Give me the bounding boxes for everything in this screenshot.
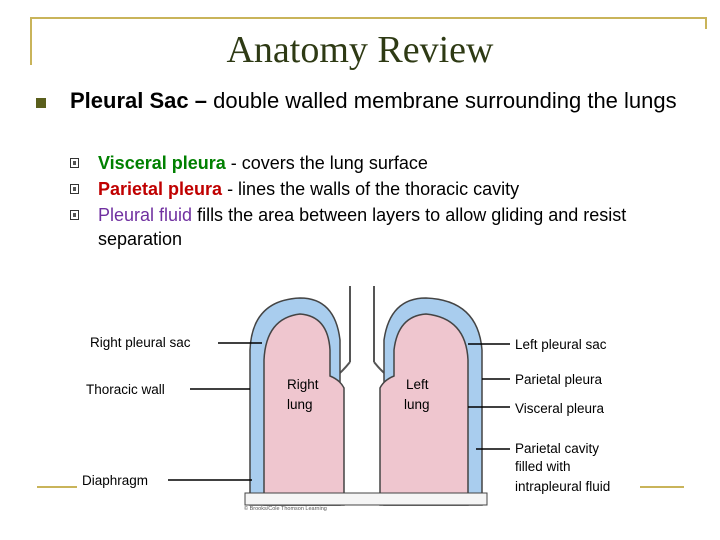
- image-credit: © Brooks/Cole Thomson Learning: [244, 505, 327, 512]
- checkbox-bullet-icon: [70, 184, 79, 194]
- dash: –: [188, 88, 214, 113]
- parietal-definition: - lines the walls of the thoracic cavity: [222, 179, 520, 199]
- checkbox-bullet-icon: [70, 158, 79, 168]
- frame-bottom-left-line: [37, 486, 77, 488]
- square-bullet-icon: [36, 98, 46, 108]
- frame-right-line: [705, 17, 707, 29]
- parietal-cavity-label-3: intrapleural fluid: [515, 479, 610, 494]
- checkbox-bullet-icon: [70, 210, 79, 220]
- right-lung-label-2: lung: [287, 397, 313, 412]
- parietal-cavity-label-1: Parietal cavity: [515, 441, 599, 456]
- pleural-sac-term: Pleural Sac: [70, 88, 189, 113]
- right-lung: [263, 313, 345, 506]
- trachea: [349, 286, 375, 362]
- parietal-term: Parietal pleura: [98, 179, 223, 199]
- parietal-pleura-label: Parietal pleura: [515, 372, 603, 387]
- frame-bottom-right-line: [640, 486, 684, 488]
- parietal-cavity-label-2: filled with: [515, 459, 571, 474]
- slide-title: Anatomy Review: [226, 29, 494, 71]
- left-lung-label-2: lung: [404, 397, 430, 412]
- fluid-definition: fills the area between layers to allow g…: [98, 205, 627, 249]
- diaphragm-label: Diaphragm: [82, 473, 148, 488]
- frame-left-line: [30, 17, 32, 65]
- visceral-definition: - covers the lung surface: [225, 153, 428, 173]
- right-pleural-sac-label: Right pleural sac: [90, 335, 191, 350]
- diaphragm-shape: [244, 492, 488, 506]
- left-lung-label-1: Left: [406, 377, 429, 392]
- main-bullet-text: Pleural Sac – double walled membrane sur…: [70, 86, 700, 115]
- left-pleural-sac-label: Left pleural sac: [515, 337, 607, 352]
- visceral-term: Visceral pleura: [98, 153, 226, 173]
- pleural-sac-definition: double walled membrane surrounding the l…: [213, 88, 677, 113]
- frame-top-line: [30, 17, 706, 19]
- right-lung-label-1: Right: [287, 377, 319, 392]
- visceral-pleura-label: Visceral pleura: [515, 401, 605, 416]
- fluid-term: Pleural fluid: [98, 205, 193, 225]
- thoracic-wall-label: Thoracic wall: [86, 382, 165, 397]
- left-lung: [379, 313, 469, 506]
